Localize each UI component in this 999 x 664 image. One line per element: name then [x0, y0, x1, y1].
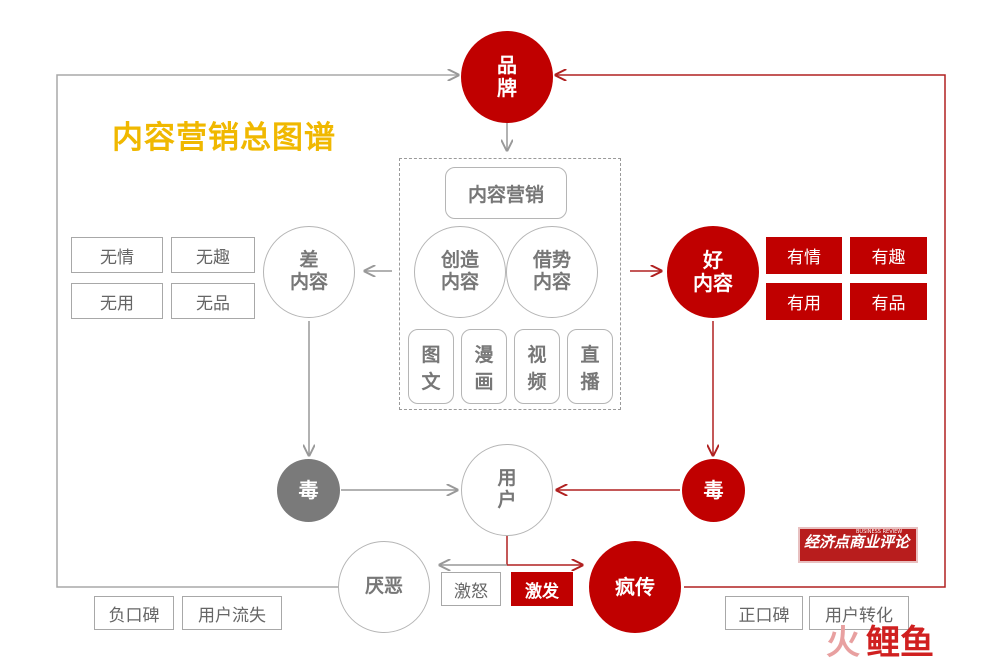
good-loop-line	[556, 75, 946, 588]
good-tag: 有品	[850, 283, 927, 320]
user-node: 用 户	[461, 444, 553, 536]
good-content-node: 好 内容	[667, 226, 759, 318]
user-conversion-box: 用户转化	[809, 596, 909, 630]
bad-tag: 无品	[171, 283, 255, 319]
good-tag: 有趣	[850, 237, 927, 274]
format-live: 直 播	[567, 329, 613, 404]
poison-gray-node: 毒	[277, 459, 340, 522]
user-churn-box: 用户流失	[182, 596, 282, 630]
poison-red-node: 毒	[682, 459, 745, 522]
content-marketing-label: 内容营销	[445, 167, 567, 219]
format-video: 视 频	[514, 329, 560, 404]
diagram-title: 内容营销总图谱	[112, 120, 336, 156]
brand-node: 品 牌	[461, 31, 553, 123]
format-comic: 漫 画	[461, 329, 507, 404]
watermark-carp: 鲤鱼	[866, 623, 934, 663]
business-review-logo: 经济点商业评论 BUSINESS REVIEW	[798, 527, 918, 563]
content-marketing-group	[399, 158, 621, 410]
watermark-fire: 火	[826, 623, 860, 663]
good-tag: 有情	[766, 237, 842, 274]
format-graphic-text: 图 文	[408, 329, 454, 404]
positive-wom-box: 正口碑	[725, 596, 803, 630]
bad-tag: 无趣	[171, 237, 255, 273]
bad-tag: 无用	[71, 283, 163, 319]
logo-subtext: BUSINESS REVIEW	[856, 529, 903, 535]
disgust-node: 厌恶	[338, 541, 430, 633]
bad-content-node: 差 内容	[263, 226, 355, 318]
create-content-node: 创造 内容	[414, 226, 506, 318]
anger-box: 激怒	[441, 572, 501, 606]
logo-text: 经济点商业评论	[804, 533, 910, 551]
trigger-box: 激发	[511, 572, 573, 606]
good-tag: 有用	[766, 283, 842, 320]
viral-node: 疯传	[589, 541, 681, 633]
bad-tag: 无情	[71, 237, 163, 273]
leverage-content-node: 借势 内容	[506, 226, 598, 318]
negative-wom-box: 负口碑	[94, 596, 174, 630]
bad-loop-line	[56, 75, 458, 588]
